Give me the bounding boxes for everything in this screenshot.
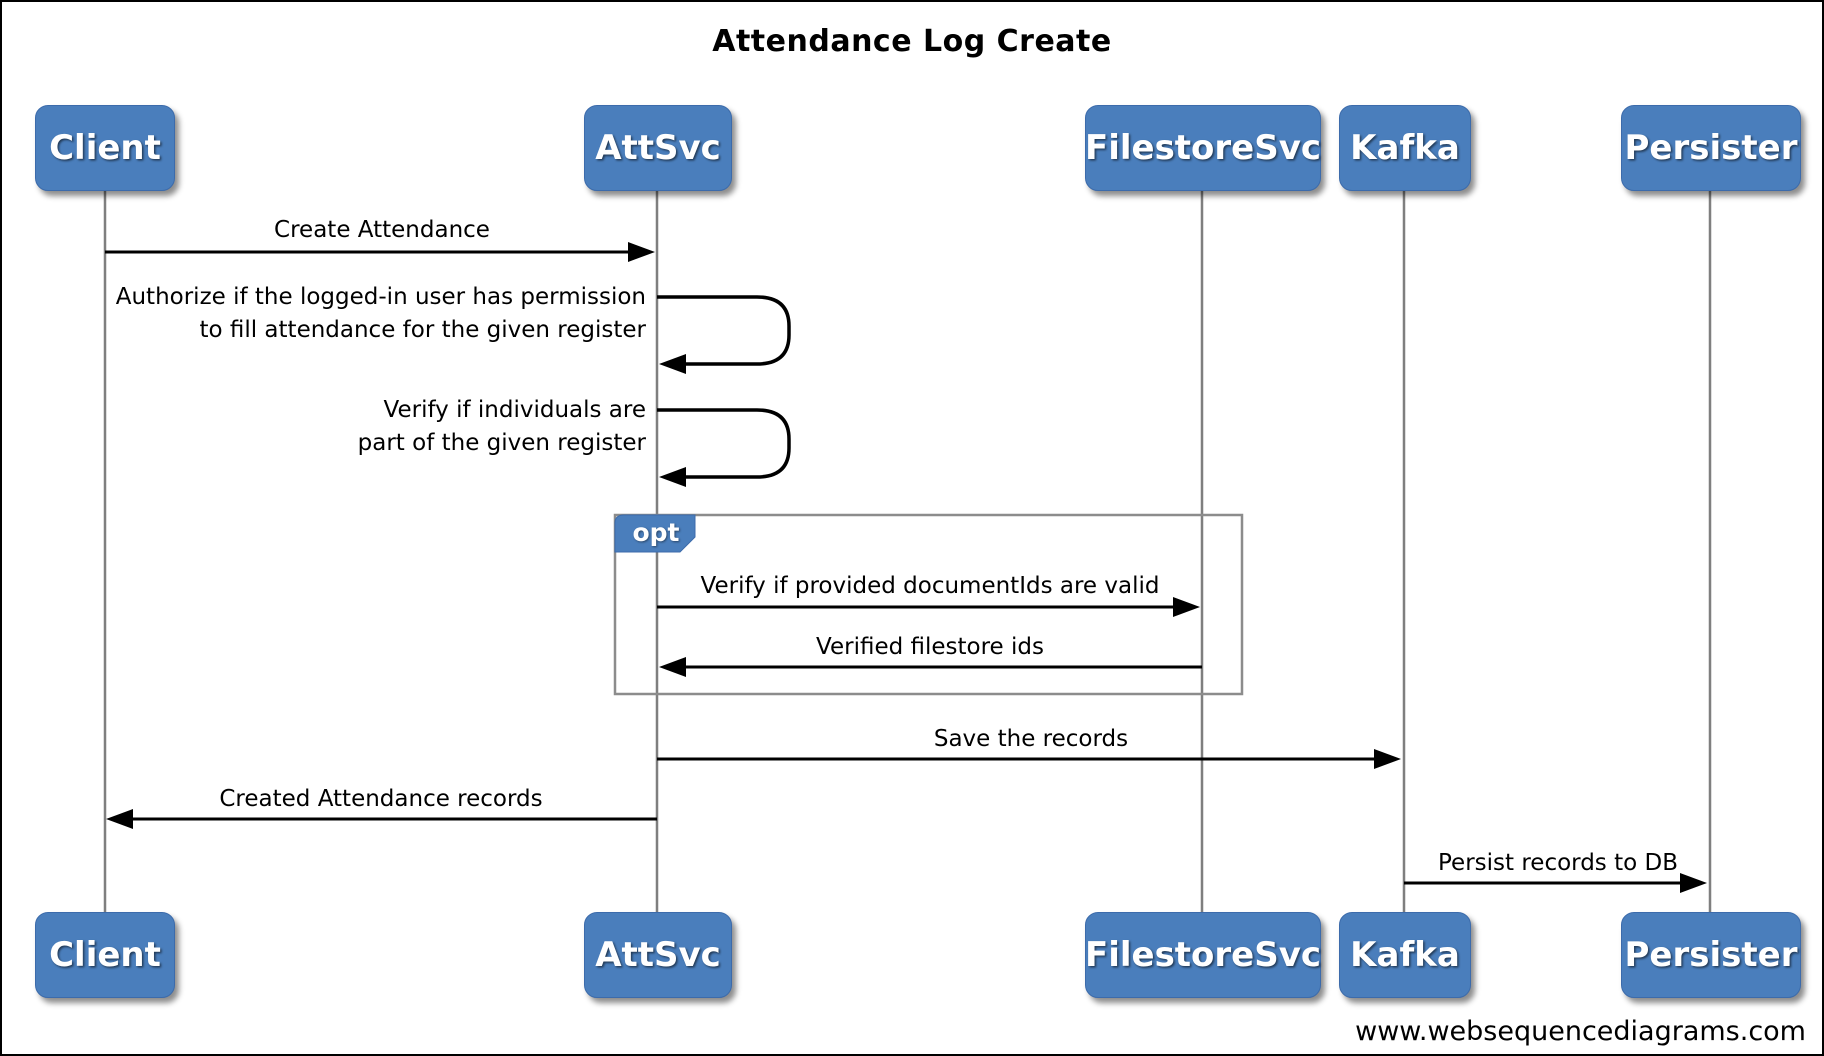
participant-label: AttSvc — [595, 128, 721, 168]
participant-client-top: Client — [35, 105, 175, 191]
participant-label: Kafka — [1350, 128, 1460, 168]
message-arrow-verified-filestore-ids — [659, 657, 1202, 677]
fragment-opt-border — [613, 513, 1244, 696]
message-arrow-create-attendance — [105, 242, 655, 262]
arrowhead-right-icon — [1374, 749, 1401, 769]
participant-persister-top: Persister — [1621, 105, 1801, 191]
participant-attsvc-top: AttSvc — [584, 105, 732, 191]
arrowhead-right-icon — [628, 242, 655, 262]
message-label-persist-records: Persist records to DB — [1438, 850, 1678, 876]
participant-kafka-bottom: Kafka — [1339, 912, 1471, 998]
fragment-opt-label: opt — [632, 518, 680, 547]
participant-label: Client — [49, 935, 161, 975]
participant-persister-bottom: Persister — [1621, 912, 1801, 998]
message-arrow-verify-documentids — [657, 597, 1200, 617]
participant-filestoresvc-top: FilestoreSvc — [1085, 105, 1321, 191]
participant-attsvc-bottom: AttSvc — [584, 912, 732, 998]
arrowhead-left-icon — [659, 467, 686, 487]
message-arrow-persist-records — [1404, 873, 1707, 893]
message-label-created-attendance-records: Created Attendance records — [219, 786, 543, 812]
message-label-save-records: Save the records — [933, 726, 1129, 752]
participant-label: FilestoreSvc — [1084, 935, 1322, 975]
message-arrow-created-attendance-records — [106, 809, 657, 829]
participant-client-bottom: Client — [35, 912, 175, 998]
arrowhead-left-icon — [659, 657, 686, 677]
diagram-title: Attendance Log Create — [712, 24, 1112, 59]
participant-kafka-top: Kafka — [1339, 105, 1471, 191]
label-line: Verify if individuals are — [383, 397, 646, 423]
participant-filestoresvc-bottom: FilestoreSvc — [1085, 912, 1321, 998]
arrowhead-right-icon — [1680, 873, 1707, 893]
label-line: part of the given register — [357, 430, 646, 456]
arrowhead-left-icon — [659, 354, 686, 374]
participant-label: FilestoreSvc — [1084, 128, 1322, 168]
watermark-url: www.websequencediagrams.com — [1355, 1016, 1806, 1047]
arrowhead-right-icon — [1173, 597, 1200, 617]
label-line: to fill attendance for the given registe… — [199, 317, 646, 343]
message-label-create-attendance: Create Attendance — [274, 217, 490, 243]
message-label-verify-individuals: Verify if individuals are part of the gi… — [358, 394, 646, 460]
label-line: Authorize if the logged-in user has perm… — [115, 284, 646, 310]
participant-label: Kafka — [1350, 935, 1460, 975]
message-label-verified-filestore-ids: Verified filestore ids — [816, 634, 1044, 660]
participant-label: Persister — [1624, 935, 1798, 975]
fragment-opt — [613, 513, 1244, 696]
message-label-authorize: Authorize if the logged-in user has perm… — [116, 281, 646, 347]
message-arrow-save-records — [657, 749, 1401, 769]
arrowhead-left-icon — [106, 809, 133, 829]
message-selfloop-verify-individuals — [657, 408, 791, 487]
participant-label: AttSvc — [595, 935, 721, 975]
fragment-opt-tab — [614, 514, 696, 553]
participant-label: Persister — [1624, 128, 1798, 168]
participant-label: Client — [49, 128, 161, 168]
message-selfloop-authorize — [657, 295, 791, 374]
message-label-verify-documentids: Verify if provided documentIds are valid — [700, 573, 1160, 599]
